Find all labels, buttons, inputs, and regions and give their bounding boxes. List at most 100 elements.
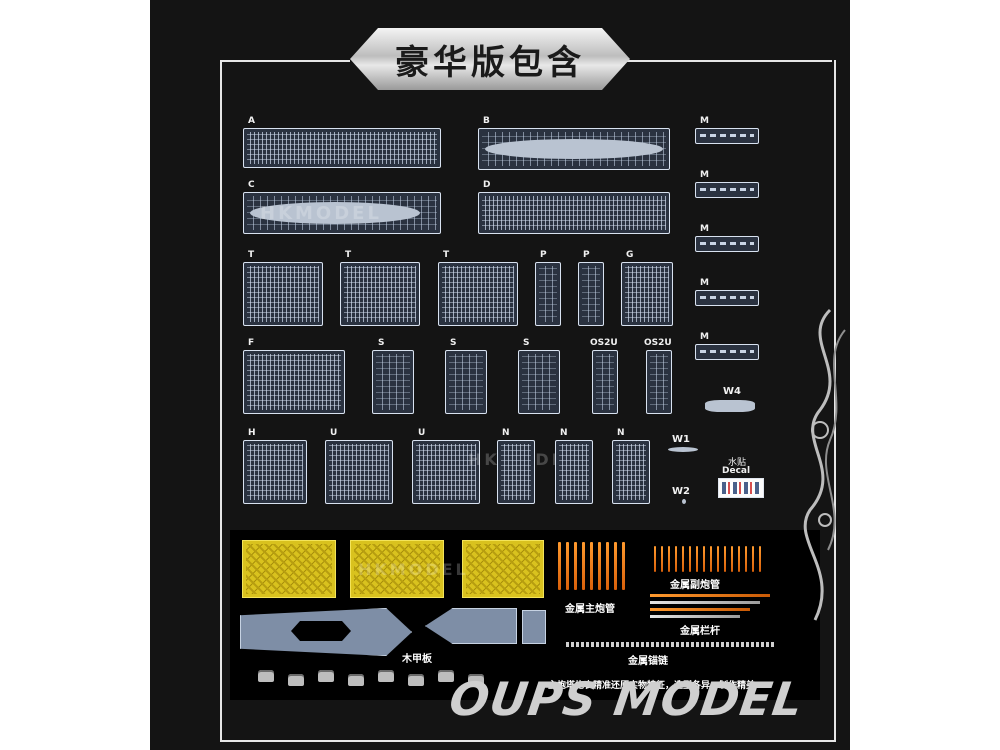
main-barrel-2 xyxy=(566,542,569,590)
main-barrel-5 xyxy=(590,542,593,590)
anchor-chain xyxy=(566,642,776,647)
secondary-barrel-3 xyxy=(668,546,670,572)
turret-cover-4 xyxy=(348,674,364,686)
part-label-w4: W4 xyxy=(723,386,741,397)
sprue-u1 xyxy=(325,440,393,504)
sprue-h xyxy=(243,440,307,504)
frame-top-left xyxy=(220,60,350,62)
banner-title: 豪华版包含 xyxy=(395,42,585,83)
sprue-label-p1: P xyxy=(540,250,547,260)
sprue-s3 xyxy=(518,350,560,414)
secondary-barrel-13 xyxy=(738,546,740,572)
sprue-label-p2: P xyxy=(583,250,590,260)
sprue-label-n2: N xyxy=(560,428,568,438)
sprue-a xyxy=(243,128,441,168)
secondary-barrel-11 xyxy=(724,546,726,572)
secondary-barrel-2 xyxy=(661,546,663,572)
secondary-barrels-label: 金属副炮管 xyxy=(670,580,720,591)
secondary-barrel-9 xyxy=(710,546,712,572)
part-w2 xyxy=(682,499,686,504)
sprue-label-f: F xyxy=(248,338,255,348)
sprue-m5 xyxy=(695,344,759,360)
turret-cover-7 xyxy=(438,670,454,682)
sprue-label-a: A xyxy=(248,116,255,126)
secondary-barrel-5 xyxy=(682,546,684,572)
wood-deck-label: 木甲板 xyxy=(402,654,432,665)
metal-parts-panel: HKMODEL 木甲板 金属主炮管 金属副炮管 xyxy=(230,530,820,700)
sprue-label-s3: S xyxy=(523,338,530,348)
secondary-barrel-7 xyxy=(696,546,698,572)
turret-cover-5 xyxy=(378,670,394,682)
metal-rod-4 xyxy=(650,615,740,618)
sprue-s2 xyxy=(445,350,487,414)
main-barrel-7 xyxy=(606,542,609,590)
sprue-label-g: G xyxy=(626,250,634,260)
wood-deck-fore xyxy=(425,608,517,644)
shop-watermark: OUPS MODEL xyxy=(446,672,807,726)
sprue-d xyxy=(478,192,670,234)
secondary-barrel-1 xyxy=(654,546,656,572)
sprue-label-m3: M xyxy=(700,224,709,234)
sprue-label-s2: S xyxy=(450,338,457,348)
hull-part xyxy=(250,202,420,224)
sprue-label-t2: T xyxy=(345,250,352,260)
sprue-label-m1: M xyxy=(700,116,709,126)
secondary-barrel-15 xyxy=(752,546,754,572)
chain-label: 金属锚链 xyxy=(628,656,668,667)
part-w1 xyxy=(668,447,698,452)
sprue-m2 xyxy=(695,182,759,198)
wood-deck-aft xyxy=(240,608,412,656)
photo-etch-sheet-3 xyxy=(462,540,544,598)
sprue-label-u1: U xyxy=(330,428,338,438)
product-image: 豪华版包含 A B C HKMODEL D T T T P P G F S S … xyxy=(150,0,850,750)
sprue-m1 xyxy=(695,128,759,144)
sprue-g xyxy=(621,262,673,326)
turret-cover-3 xyxy=(318,670,334,682)
sprue-n1 xyxy=(497,440,535,504)
decal-label-en: Decal xyxy=(722,466,751,476)
frame-top-right xyxy=(620,60,832,62)
sprue-n3 xyxy=(612,440,650,504)
sprue-label-os2u2: OS2U xyxy=(644,338,672,348)
octopus-logo-art xyxy=(803,308,846,621)
title-banner: 豪华版包含 xyxy=(350,28,630,90)
secondary-barrel-16 xyxy=(759,546,761,572)
sprue-u2 xyxy=(412,440,480,504)
sprue-os2u2 xyxy=(646,350,672,414)
decal-label-cn: 水贴 xyxy=(728,458,747,468)
metal-rod-2 xyxy=(650,601,760,604)
main-barrel-4 xyxy=(582,542,585,590)
sprue-label-b: B xyxy=(483,116,490,126)
turret-note: 主炮塔炮衣精准还原实物特征，造型各异，制作精美 xyxy=(548,681,756,691)
watermark-3: HKMODEL xyxy=(358,560,469,579)
rails-label: 金属栏杆 xyxy=(680,626,720,637)
photo-etch-sheet-2 xyxy=(350,540,444,598)
sprue-p2 xyxy=(578,262,604,326)
sprue-label-t3: T xyxy=(443,250,450,260)
turret-cover-6 xyxy=(408,674,424,686)
sprue-label-os2u1: OS2U xyxy=(590,338,618,348)
turret-cover-1 xyxy=(258,670,274,682)
sprue-label-n3: N xyxy=(617,428,625,438)
sprue-os2u1 xyxy=(592,350,618,414)
metal-rod-1 xyxy=(650,594,770,597)
deck-cutout xyxy=(291,621,351,641)
main-barrel-1 xyxy=(558,542,561,590)
content-frame xyxy=(220,60,836,742)
wood-deck-small xyxy=(522,610,546,644)
part-label-w1: W1 xyxy=(672,434,690,445)
watermark-1: HKMODEL xyxy=(260,203,382,224)
sprue-label-t1: T xyxy=(248,250,255,260)
secondary-barrel-4 xyxy=(675,546,677,572)
part-label-w2: W2 xyxy=(672,486,690,497)
sprue-c xyxy=(243,192,441,234)
sprue-s1 xyxy=(372,350,414,414)
sprue-label-n1: N xyxy=(502,428,510,438)
sprue-t1 xyxy=(243,262,323,326)
sprue-label-d: D xyxy=(483,180,491,190)
secondary-barrel-14 xyxy=(745,546,747,572)
main-barrel-3 xyxy=(574,542,577,590)
main-barrels-label: 金属主炮管 xyxy=(565,604,615,615)
metal-rod-3 xyxy=(650,608,750,611)
sprue-label-u2: U xyxy=(418,428,426,438)
